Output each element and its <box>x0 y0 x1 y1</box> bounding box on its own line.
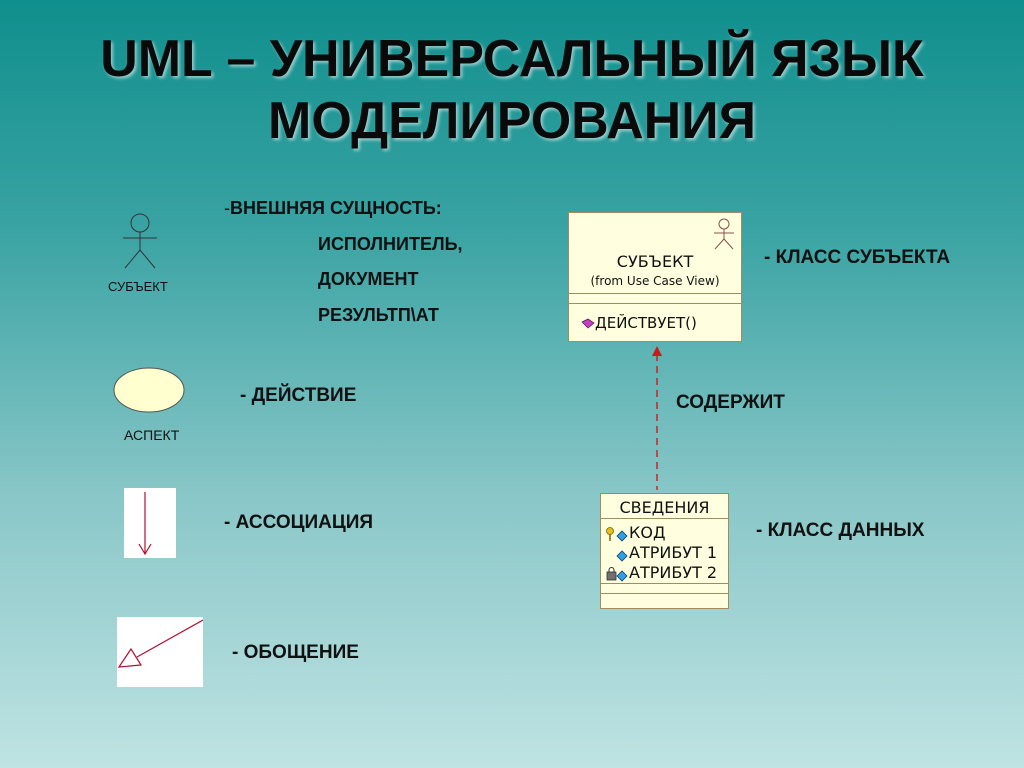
generalization-arrow-icon <box>117 619 204 668</box>
data-class-box: СВЕДЕНИЯ КОД АТРИБУТ 1 АТРИБУТ 2 <box>600 493 729 609</box>
data-class-attribute-key: КОД <box>629 523 666 542</box>
external-entity-item-1: ИСПОЛНИТЕЛЬ, <box>318 234 463 254</box>
dependency-label: СОДЕРЖИТ <box>676 392 785 413</box>
data-class-attribute-row: КОД <box>605 523 717 543</box>
subject-class-stereotype: (from Use Case View) <box>590 274 720 288</box>
generalization-label: - ОБОЩЕНИЕ <box>232 642 359 663</box>
association-label: - АССОЦИАЦИЯ <box>224 512 374 533</box>
data-class-attribute-row: АТРИБУТ 1 <box>605 543 717 563</box>
subject-class-name: СУБЪЕКТ <box>616 252 694 271</box>
subject-class-operation: ДЕЙСТВУЕТ() <box>581 314 697 332</box>
external-entity-item-3: РЕЗУЛЬТП\АТ <box>318 305 439 325</box>
dependency-arrow <box>652 346 662 490</box>
data-class-attribute-2: АТРИБУТ 2 <box>629 563 718 582</box>
data-class-attribute-row: АТРИБУТ 2 <box>605 563 717 583</box>
actor-stereotype-icon <box>714 218 734 250</box>
external-entity-heading: -ВНЕШНЯЯ СУЩНОСТЬ: <box>224 198 442 219</box>
title-line-1: UML – УНИВЕРСАЛЬНЫЙ ЯЗЫК <box>100 30 924 88</box>
generalization-tile <box>117 617 204 687</box>
subject-class-operation-label: ДЕЙСТВУЕТ() <box>595 314 697 332</box>
data-class-caption: - КЛАСС ДАННЫХ <box>756 520 925 541</box>
external-entity-label: ВНЕШНЯЯ СУЩНОСТЬ: <box>230 198 442 218</box>
association-tile <box>124 488 176 558</box>
external-entity-dash: - <box>224 198 230 218</box>
subject-class-box: СУБЪЕКТ (from Use Case View) ДЕЙСТВУЕТ() <box>568 212 742 342</box>
data-class-separator-3 <box>601 593 728 594</box>
title-line-2: МОДЕЛИРОВАНИЯ <box>268 92 756 150</box>
action-label: - ДЕЙСТВИЕ <box>240 385 357 406</box>
data-class-name: СВЕДЕНИЯ <box>619 498 710 517</box>
actor-icon <box>123 213 157 269</box>
protected-attribute-icon <box>606 566 628 582</box>
key-attribute-icon <box>606 526 628 542</box>
actor-caption: СУБЪЕКТ <box>108 279 168 294</box>
subject-class-separator-1 <box>569 293 741 294</box>
external-entity-item-2: ДОКУМЕНТ <box>318 269 419 289</box>
data-class-separator-1 <box>601 518 728 519</box>
data-class-separator-2 <box>601 583 728 584</box>
subject-class-caption: - КЛАСС СУБЪЕКТА <box>764 247 951 268</box>
use-case-caption: АСПЕКТ <box>124 427 180 443</box>
attribute-icon <box>616 549 628 562</box>
use-case-ellipse-icon <box>113 367 185 413</box>
data-class-attributes: КОД АТРИБУТ 1 АТРИБУТ 2 <box>605 523 717 583</box>
operation-icon <box>581 318 595 329</box>
page-title: UML – УНИВЕРСАЛЬНЫЙ ЯЗЫК МОДЕЛИРОВАНИЯ <box>0 28 1024 152</box>
association-arrow-icon <box>138 492 152 556</box>
data-class-attribute-1: АТРИБУТ 1 <box>629 543 718 562</box>
subject-class-separator-2 <box>569 303 741 304</box>
